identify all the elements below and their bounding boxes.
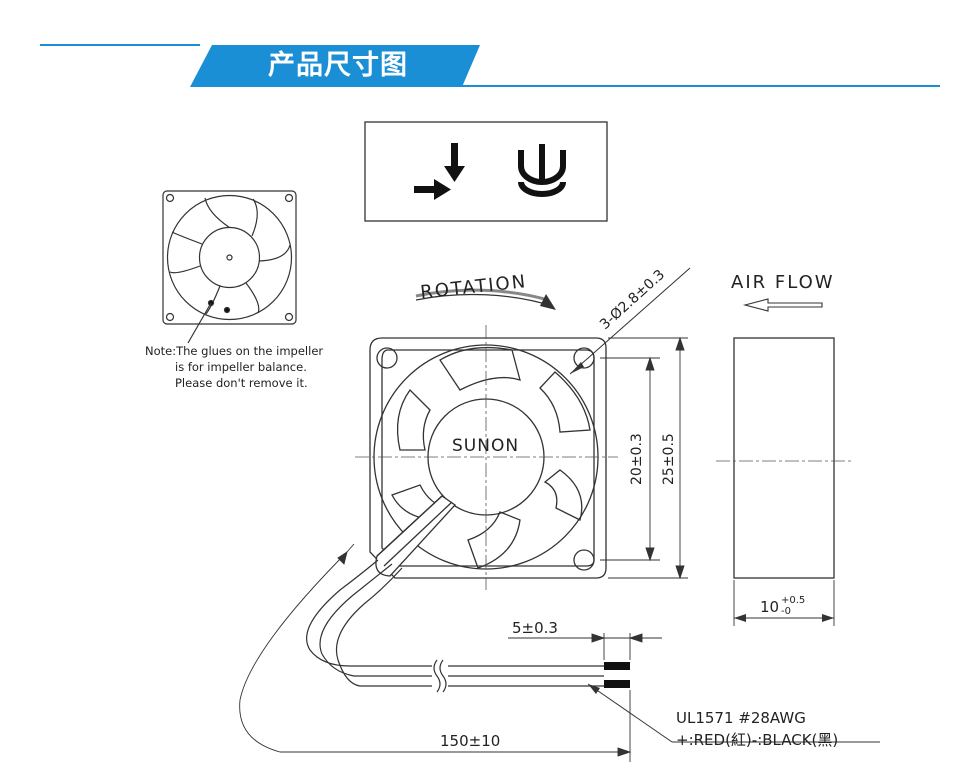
wire-strip-dimension: [508, 633, 662, 660]
dim-wire-length: 150±10: [440, 732, 500, 750]
rotation-indicator: ROTATION: [415, 271, 556, 310]
note-line-2: is for impeller balance.: [175, 360, 307, 374]
impeller-reference-view: [162, 190, 297, 344]
page-title: 产品尺寸图: [268, 50, 408, 81]
page-header: 产品尺寸图: [0, 0, 980, 100]
airflow-rotation-arrows-icon: [414, 143, 465, 200]
note-line-3: Please don't remove it.: [175, 376, 308, 390]
wire-spec: UL1571 #28AWG: [676, 709, 806, 727]
rotation-label: ROTATION: [419, 271, 528, 303]
wire-length-dimension: [239, 543, 632, 762]
fan-centerlines: [355, 325, 618, 590]
hole-callout-label: 3-Ø2.8±0.3: [597, 267, 668, 333]
dim-thickness-tol-upper: +0.5: [781, 595, 805, 606]
note-line-1: Note:The glues on the impeller: [145, 344, 323, 358]
ul-recognized-mark-icon: [518, 144, 566, 197]
vertical-dimensions: [600, 336, 688, 580]
wire-colors: +:RED(紅)-:BLACK(黑): [676, 731, 838, 749]
wire-ends: [604, 662, 630, 688]
mount-hole-top-right: [573, 347, 595, 369]
header-title-tab: [190, 45, 480, 87]
header-banner: [40, 44, 940, 87]
dim-thickness-tol-lower: -0: [781, 606, 791, 617]
symbol-box: [364, 121, 608, 222]
wire-spec-callout: UL1571 #28AWG +:RED(紅)-:BLACK(黑): [587, 683, 880, 749]
fan-side-view: 10 +0.5 -0: [716, 337, 852, 626]
mount-hole-top-left: [376, 347, 398, 369]
brand-label: SUNON: [452, 436, 519, 456]
airflow-indicator: AIR FLOW: [731, 272, 835, 312]
airflow-label: AIR FLOW: [731, 272, 835, 293]
dim-frame-size: 25±0.5: [661, 433, 677, 485]
lead-wires: [306, 559, 604, 693]
dim-thickness: 10: [760, 598, 779, 616]
dim-hole-spacing: 20±0.3: [629, 433, 645, 485]
dim-wire-strip: 5±0.3: [512, 619, 558, 637]
impeller-note: Note:The glues on the impeller is for im…: [145, 344, 323, 390]
mount-hole-bottom-right: [573, 549, 595, 571]
